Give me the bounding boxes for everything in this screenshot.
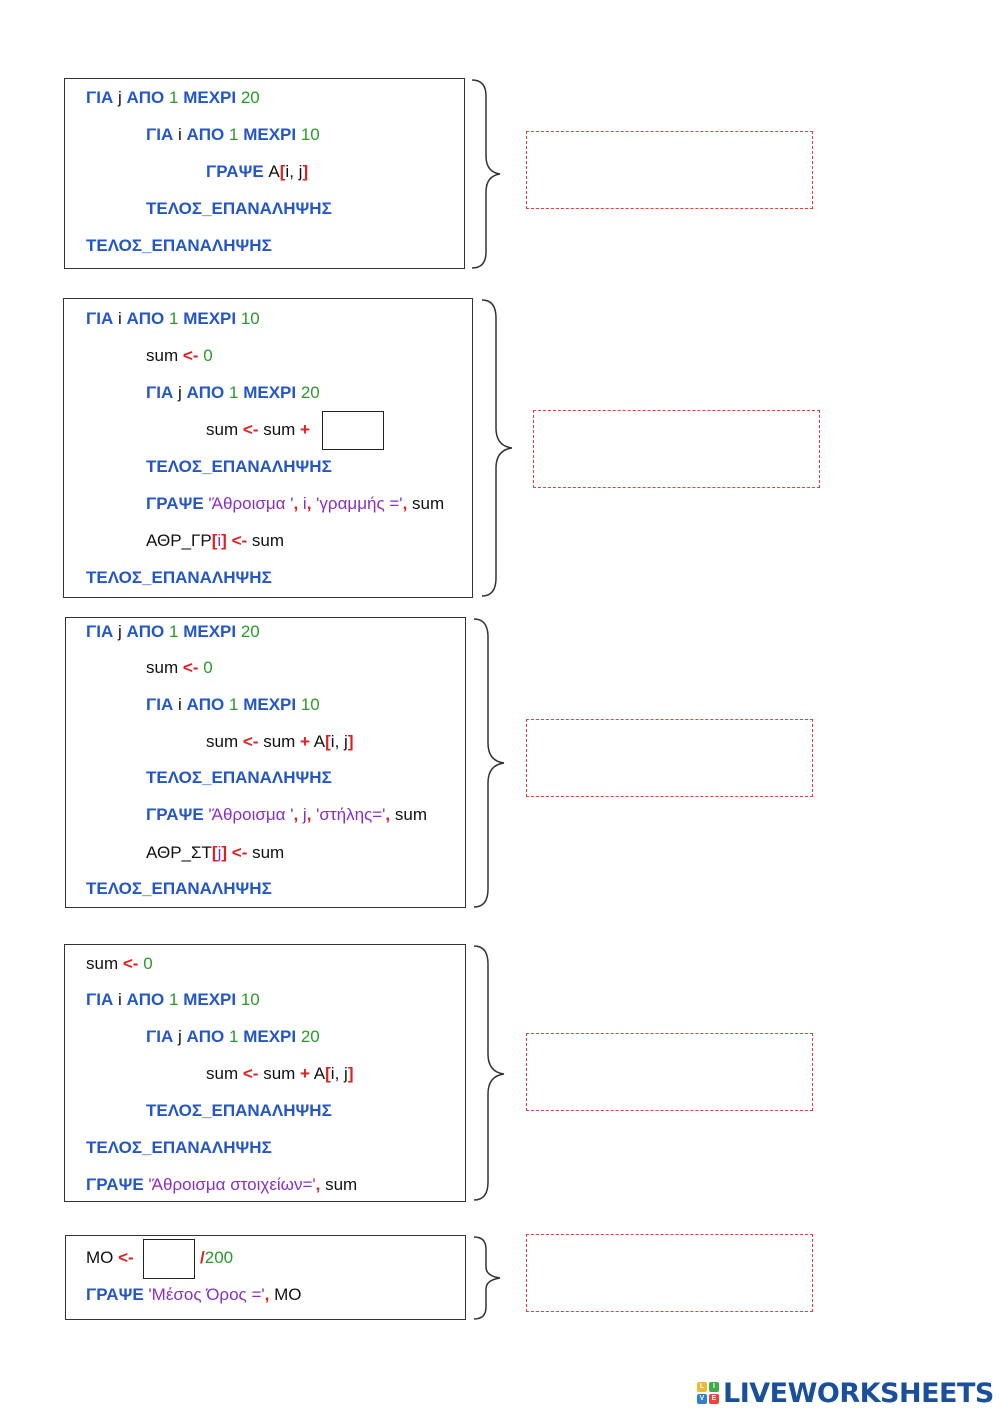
code-line: sum <- 0	[146, 658, 213, 677]
code-line: ΜΟ <-	[86, 1248, 134, 1267]
code-block-3	[65, 617, 466, 908]
code-line: ΑΘΡ_ΣΤ[j] <- sum	[146, 843, 285, 862]
code-line: ΓΡΑΨΕ 'Άθροισμα στοιχείων=', sum	[86, 1175, 358, 1194]
code-line: ΓΙΑ j ΑΠΟ 1 ΜΕΧΡΙ 20	[146, 1027, 320, 1046]
answer-box-1[interactable]	[526, 131, 813, 209]
fill-in-blank-input[interactable]	[143, 1239, 195, 1279]
code-line: ΤΕΛΟΣ_ΕΠΑΝΑΛΗΨΗΣ	[146, 199, 332, 218]
logo-text: LIVEWORKSHEETS	[723, 1377, 994, 1409]
logo-tile: V	[697, 1394, 707, 1404]
code-line: sum <- sum + A[i, j]	[206, 732, 354, 751]
code-block-4	[64, 944, 466, 1202]
code-line: ΤΕΛΟΣ_ΕΠΑΝΑΛΗΨΗΣ	[86, 879, 272, 898]
curly-brace	[473, 1236, 501, 1320]
code-line: ΑΘΡ_ΓΡ[i] <- sum	[146, 531, 285, 550]
answer-box-5[interactable]	[526, 1234, 813, 1312]
code-line: ΤΕΛΟΣ_ΕΠΑΝΑΛΗΨΗΣ	[146, 457, 332, 476]
code-line: /200	[200, 1248, 234, 1267]
code-line: ΓΡΑΨΕ 'Μέσος Όρος =', ΜΟ	[86, 1285, 302, 1304]
logo-tile: L	[697, 1382, 707, 1392]
curly-brace	[471, 79, 501, 269]
curly-brace	[473, 618, 505, 908]
code-line: sum <- 0	[86, 954, 153, 973]
code-line: ΓΡΑΨΕ 'Άθροισμα ', j, 'στήλης=', sum	[146, 805, 427, 824]
answer-box-4[interactable]	[526, 1033, 813, 1111]
code-block-5	[65, 1235, 466, 1320]
code-line: ΓΙΑ j ΑΠΟ 1 ΜΕΧΡΙ 20	[146, 383, 320, 402]
code-line: ΤΕΛΟΣ_ΕΠΑΝΑΛΗΨΗΣ	[86, 236, 272, 255]
logo-tile: E	[709, 1394, 719, 1404]
code-line: ΓΙΑ j ΑΠΟ 1 ΜΕΧΡΙ 20	[86, 88, 260, 107]
curly-brace	[481, 299, 513, 597]
code-line: ΓΡΑΨΕ A[i, j]	[206, 162, 309, 181]
code-line: ΓΙΑ i ΑΠΟ 1 ΜΕΧΡΙ 10	[86, 309, 260, 328]
code-line: ΤΕΛΟΣ_ΕΠΑΝΑΛΗΨΗΣ	[146, 1101, 332, 1120]
code-line: sum <- sum + A[i, j]	[206, 1064, 354, 1083]
code-line: sum <- sum +	[206, 420, 310, 439]
code-line: ΓΙΑ j ΑΠΟ 1 ΜΕΧΡΙ 20	[86, 622, 260, 641]
liveworksheets-logo: L I V E LIVEWORKSHEETS	[697, 1377, 994, 1409]
code-line: sum <- 0	[146, 346, 213, 365]
logo-tile: I	[709, 1382, 719, 1392]
code-block-2	[63, 298, 473, 598]
curly-brace	[473, 945, 505, 1201]
code-line: ΤΕΛΟΣ_ΕΠΑΝΑΛΗΨΗΣ	[86, 1138, 272, 1157]
code-line: ΤΕΛΟΣ_ΕΠΑΝΑΛΗΨΗΣ	[146, 768, 332, 787]
code-line: ΓΙΑ i ΑΠΟ 1 ΜΕΧΡΙ 10	[86, 990, 260, 1009]
code-line: ΤΕΛΟΣ_ΕΠΑΝΑΛΗΨΗΣ	[86, 568, 272, 587]
code-line: ΓΡΑΨΕ 'Άθροισμα ', i, 'γραμμής =', sum	[146, 494, 445, 513]
answer-box-2[interactable]	[533, 410, 820, 488]
code-line: ΓΙΑ i ΑΠΟ 1 ΜΕΧΡΙ 10	[146, 695, 320, 714]
code-line: ΓΙΑ i ΑΠΟ 1 ΜΕΧΡΙ 10	[146, 125, 320, 144]
logo-mark-icon: L I V E	[697, 1382, 719, 1404]
code-block-1	[64, 78, 465, 269]
answer-box-3[interactable]	[526, 719, 813, 797]
fill-in-blank-input[interactable]	[322, 411, 384, 450]
